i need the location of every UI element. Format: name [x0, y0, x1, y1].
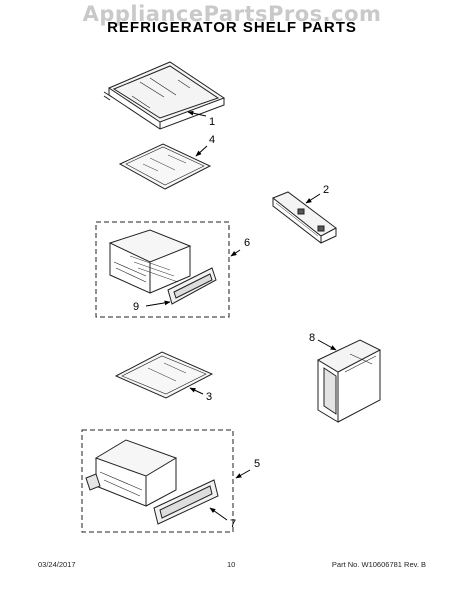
callout-2: 2	[323, 184, 329, 196]
callout-3: 3	[206, 391, 212, 403]
glass-pane-part-4	[118, 143, 212, 190]
callout-5: 5	[254, 458, 260, 470]
door-bin-part-8	[316, 339, 382, 423]
footer-date: 03/24/2017	[38, 560, 76, 569]
page-title: REFRIGERATOR SHELF PARTS	[107, 19, 357, 36]
glass-pane-part-3	[114, 351, 214, 399]
watermark-text: AppliancePartsPros.com	[82, 2, 382, 26]
leader-lines	[145, 110, 337, 521]
crisper-drawer-assembly-part-6	[95, 221, 230, 318]
callout-1: 1	[209, 116, 215, 128]
callout-7: 7	[230, 518, 236, 530]
callout-4: 4	[209, 134, 215, 146]
footer-page-number: 10	[227, 560, 236, 569]
callout-8: 8	[309, 332, 315, 344]
callout-9: 9	[133, 301, 139, 313]
deli-drawer-assembly-part-5	[81, 429, 234, 533]
shelf-assembly-part-1	[103, 61, 226, 130]
bracket-part-2	[272, 191, 337, 244]
callout-6: 6	[244, 237, 250, 249]
footer-part-number: Part No. W10606781 Rev. B	[331, 560, 426, 569]
